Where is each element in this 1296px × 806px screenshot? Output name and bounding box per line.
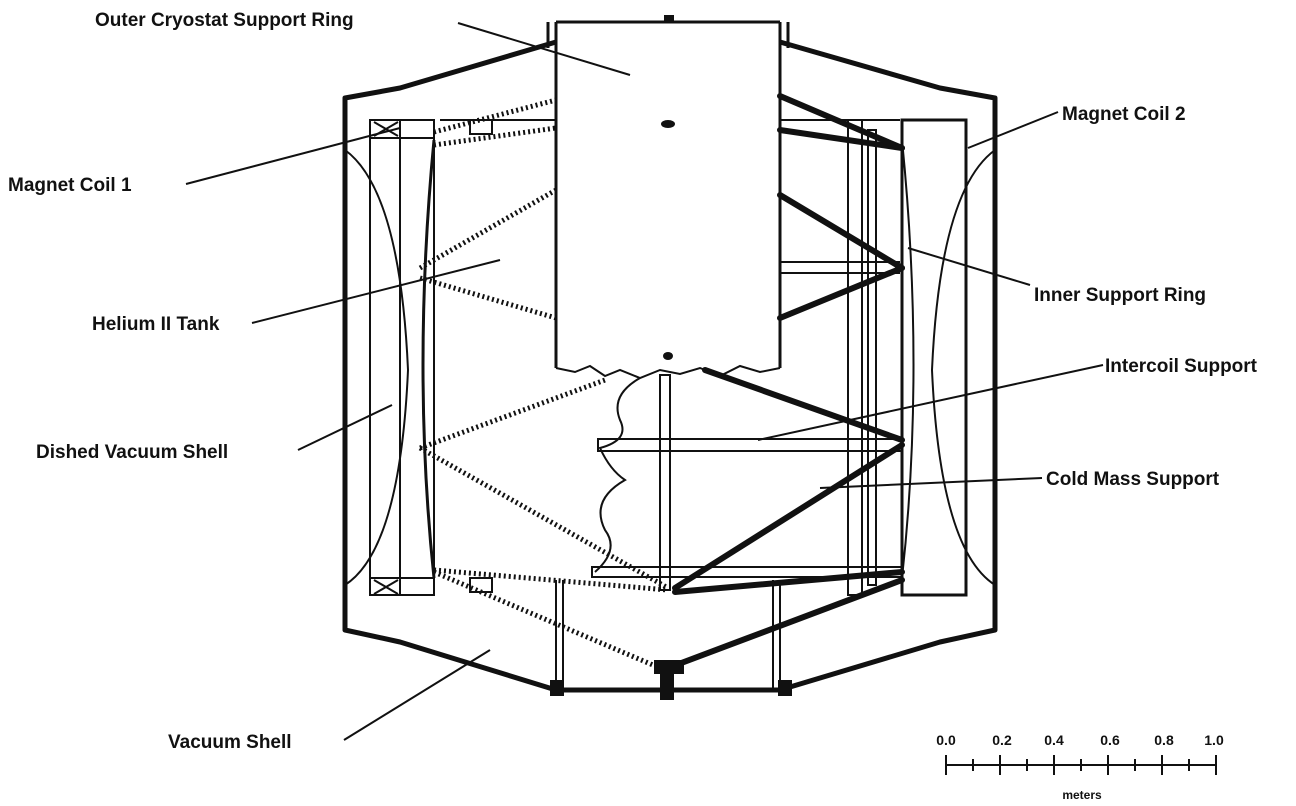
scale-tick-label-4: 0.8 [1154,732,1174,748]
inner-support-ring [555,374,781,690]
label-helium-ii-tank: Helium II Tank [92,314,220,335]
magnet-coil-2 [847,118,968,597]
scale-tick-label-0: 0.0 [936,732,956,748]
cold-mass-support [665,93,905,671]
label-inner-support-ring: Inner Support Ring [1034,285,1206,306]
scale-bar-ticks [945,755,1217,775]
label-cold-mass-support: Cold Mass Support [1046,469,1220,490]
leader-lines [185,22,1104,741]
dotted-struts [418,97,670,671]
helium-ii-tank [554,15,782,573]
scale-unit-label: meters [1062,788,1102,802]
scale-bar: 0.0 0.2 0.4 0.6 0.8 1.0 meters [936,732,1224,802]
label-magnet-coil-2: Magnet Coil 2 [1062,104,1186,125]
mount-blocks [550,660,792,700]
label-vacuum-shell: Vacuum Shell [168,732,292,753]
scale-tick-label-3: 0.6 [1100,732,1120,748]
scale-tick-label-1: 0.2 [992,732,1012,748]
magnet-coil-1 [369,119,436,596]
label-dished-vacuum-shell: Dished Vacuum Shell [36,442,228,463]
label-intercoil-support: Intercoil Support [1105,356,1258,377]
label-magnet-coil-1: Magnet Coil 1 [8,175,132,196]
label-outer-cryostat-support-ring: Outer Cryostat Support Ring [95,10,354,31]
scale-tick-label-5: 1.0 [1204,732,1224,748]
scale-tick-label-2: 0.4 [1044,732,1064,748]
